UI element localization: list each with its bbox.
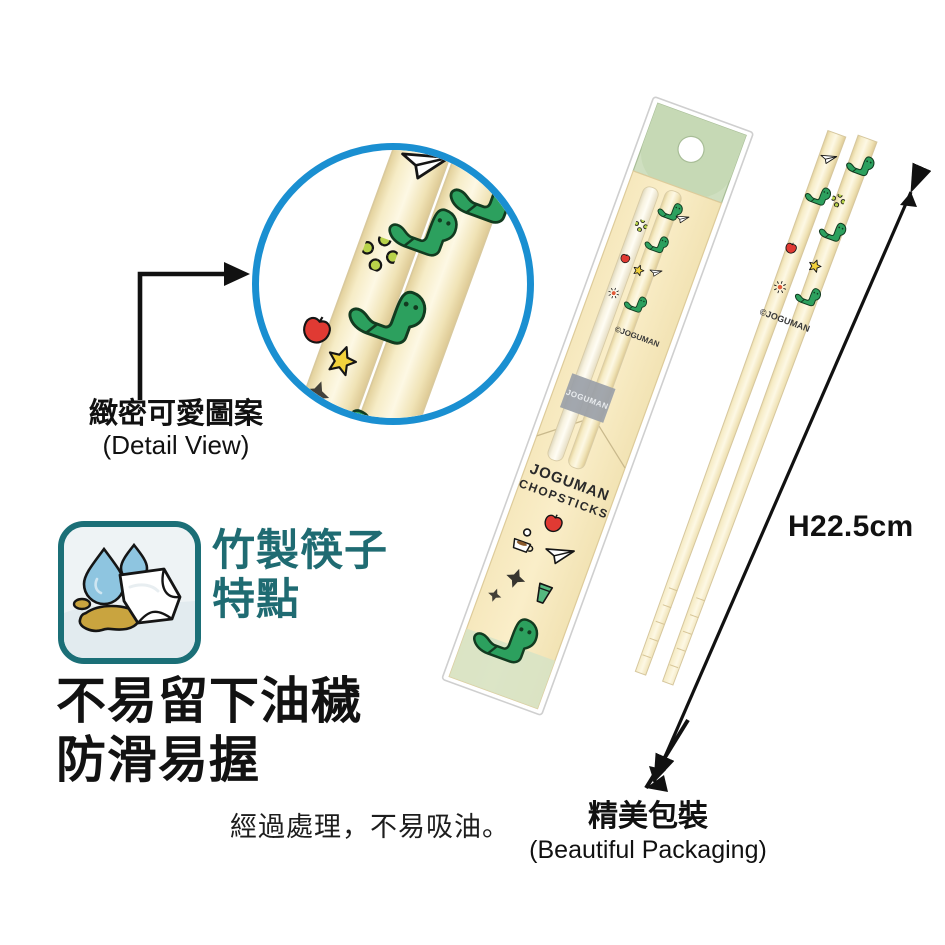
chopstick-a-ribs [642, 587, 678, 659]
height-dimension-arrow [649, 162, 932, 784]
packaging-pointer-arrow [644, 718, 690, 792]
magnified-sparkle-1 [304, 381, 330, 406]
stick-plane-2 [648, 266, 663, 279]
stick-apple-1 [619, 252, 632, 265]
loose-chopsticks: ©JOGUMAN [634, 129, 878, 686]
loose-dino-3 [817, 216, 849, 244]
loose-dino-1 [844, 150, 877, 179]
packaging-caption: 精美包裝 (Beautiful Packaging) [498, 800, 798, 865]
stick-sun-1 [606, 286, 621, 301]
feature-note: 經過處理，不易吸油。 [230, 812, 510, 842]
feature-body: 不易留下油穢 防滑易握 [56, 672, 476, 790]
detail-label-en: (Detail View) [102, 430, 250, 461]
oil-resistant-glyph [64, 527, 195, 658]
paper-band [559, 373, 616, 423]
feature-heading-line1: 竹製筷子 [212, 527, 388, 575]
loose-copyright: ©JOGUMAN [758, 307, 811, 334]
packaging-caption-en: (Beautiful Packaging) [529, 835, 767, 864]
magnified-chopstick-left [287, 150, 461, 418]
detail-view-label: 緻密可愛圖案 (Detail View) [56, 398, 296, 461]
stick-plane-1 [673, 212, 690, 226]
package-fold [536, 416, 626, 469]
detail-view-content [287, 150, 527, 418]
detail-view-circle [252, 143, 534, 425]
loose-dino-4 [793, 282, 823, 309]
stick-dino-3 [622, 291, 649, 315]
stick-copyright-1: ©JOGUMAN [614, 325, 661, 350]
packaged-chopsticks: ©JOGUMAN JOGUMAN [547, 186, 690, 470]
package-brand-text: JOGUMAN [528, 460, 612, 505]
loose-star-1 [806, 257, 824, 274]
package-dinosaur-icon [469, 603, 543, 669]
feature-body-line2: 防滑易握 [56, 732, 260, 788]
small-sparkle-icon [488, 588, 502, 602]
stick-star-1 [631, 263, 646, 277]
package-header [632, 102, 747, 204]
package-product-text: CHOPSTICKS [517, 476, 611, 522]
dot-icon [522, 528, 532, 537]
chopstick-b-ribs [669, 597, 705, 669]
sparkle-icon [506, 568, 526, 588]
stick-dino-2 [643, 230, 671, 255]
detail-label-cn: 緻密可愛圖案 [88, 398, 263, 430]
elbow-arrow-to-detail [137, 262, 250, 400]
oil-splash [72, 597, 92, 611]
loose-plane-1 [818, 150, 838, 167]
hang-hole [677, 135, 705, 164]
paper-band-text: JOGUMAN [565, 388, 610, 412]
apple-icon [541, 510, 566, 535]
stick-clover-1 [633, 218, 649, 234]
chopstick-a [634, 129, 847, 676]
feature-body-line1: 不易留下油穢 [56, 673, 362, 729]
packaging-caption-cn: 精美包裝 [588, 800, 708, 833]
elbow-arrow-head [224, 262, 250, 286]
loose-apple-1 [783, 240, 799, 256]
tumbler-icon [533, 582, 554, 606]
chopstick-b [661, 134, 878, 686]
dimension-label: H22.5cm [788, 510, 914, 543]
stick-dino-1 [656, 197, 685, 223]
package-header-arc [641, 103, 747, 199]
loose-sun-1 [771, 278, 789, 296]
paper-plane-icon [541, 541, 575, 569]
coffee-cup-icon [510, 537, 535, 555]
loose-clover-1 [829, 192, 847, 210]
oil-resistant-icon [58, 521, 201, 664]
feature-heading: 竹製筷子 特點 [212, 527, 472, 625]
loose-dino-2 [803, 181, 833, 208]
feature-heading-line2: 特點 [212, 576, 300, 625]
